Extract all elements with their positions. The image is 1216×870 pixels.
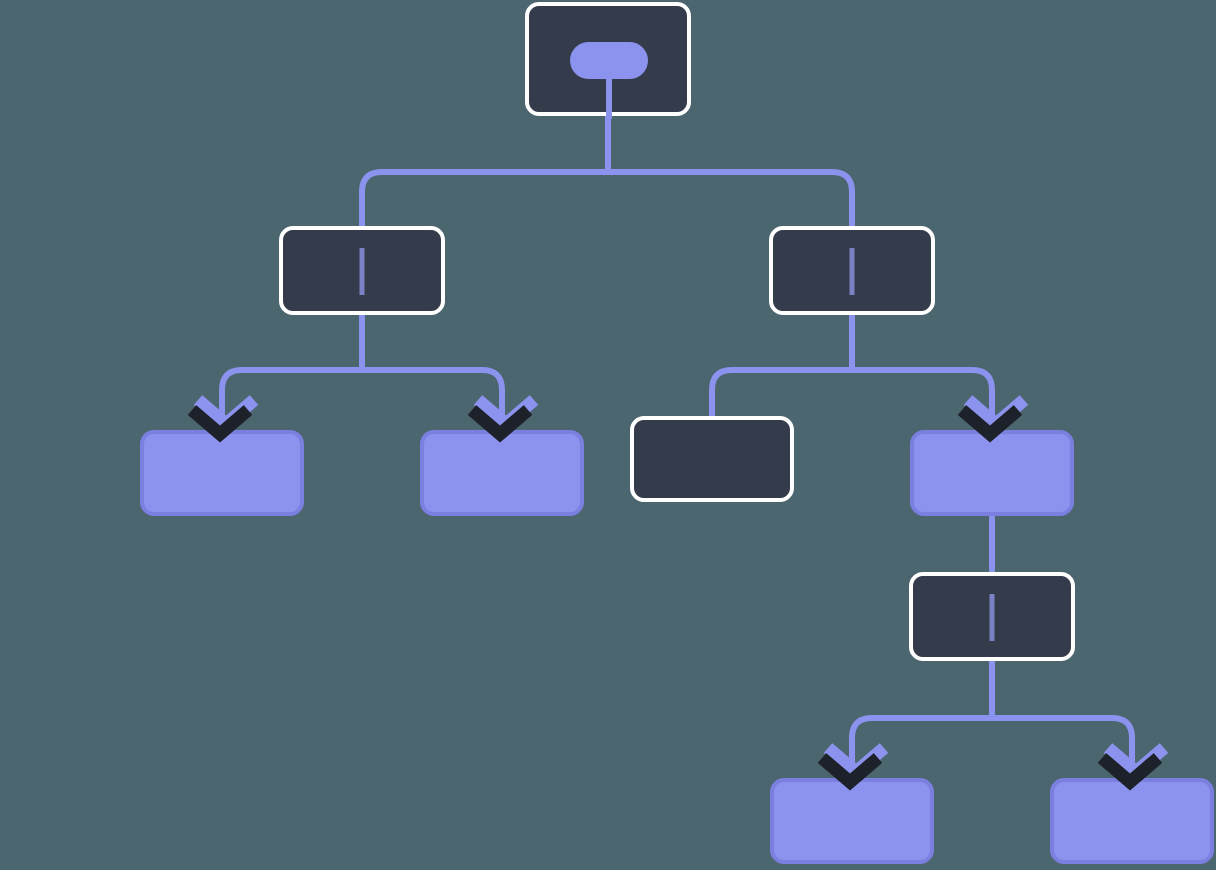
edge-n-r1-to-n-r1-a bbox=[709, 313, 855, 420]
leaf-node-shape[interactable] bbox=[1050, 778, 1214, 864]
node-leaf-left-inner[interactable] bbox=[420, 430, 584, 516]
chevron-icon-dark bbox=[467, 405, 533, 443]
root-marker-pill bbox=[570, 42, 648, 79]
node-leaf-deep-right[interactable] bbox=[1050, 778, 1214, 864]
node-leaf-deep-left[interactable] bbox=[770, 778, 934, 864]
arrowhead-into-n-l1-a bbox=[187, 395, 259, 443]
inner-line-layer bbox=[359, 248, 995, 641]
arrowhead-into-n-r2-b bbox=[1097, 743, 1169, 791]
node-leaf-left-outer[interactable] bbox=[140, 430, 304, 516]
arrowhead-into-n-l1-b bbox=[467, 395, 539, 443]
leaf-node-shape[interactable] bbox=[910, 430, 1074, 516]
node-root-node[interactable] bbox=[525, 2, 691, 119]
arrowhead-into-n-r1-b bbox=[957, 395, 1029, 443]
leaf-node-shape[interactable] bbox=[140, 430, 304, 516]
dark-node-shape[interactable] bbox=[630, 416, 794, 502]
root-marker-stem bbox=[606, 60, 612, 119]
node-layer bbox=[140, 2, 1214, 864]
edge-n-r1-to-n-r1-b bbox=[852, 367, 995, 434]
chevron-icon-dark bbox=[957, 405, 1023, 443]
edge-root-to-n-r1 bbox=[605, 114, 855, 340]
node-leaf-right-inner[interactable] bbox=[910, 430, 1074, 516]
leaf-node-shape[interactable] bbox=[770, 778, 934, 864]
edge-n-l1-to-n-l1-b bbox=[362, 367, 505, 434]
chevron-icon-dark bbox=[817, 753, 883, 791]
chevron-icon-dark bbox=[1097, 753, 1163, 791]
arrowhead-into-n-r2-a bbox=[817, 743, 889, 791]
leaf-node-shape[interactable] bbox=[420, 430, 584, 516]
arrowhead-layer bbox=[187, 395, 1169, 791]
edge-n-l1-to-n-l1-a bbox=[219, 313, 365, 434]
node-dark-node-no-arrow[interactable] bbox=[630, 416, 794, 502]
edge-n-r2-to-n-r2-b bbox=[992, 715, 1135, 782]
edge-n-r2-to-n-r2-a bbox=[849, 659, 995, 782]
chevron-icon-dark bbox=[187, 405, 253, 443]
